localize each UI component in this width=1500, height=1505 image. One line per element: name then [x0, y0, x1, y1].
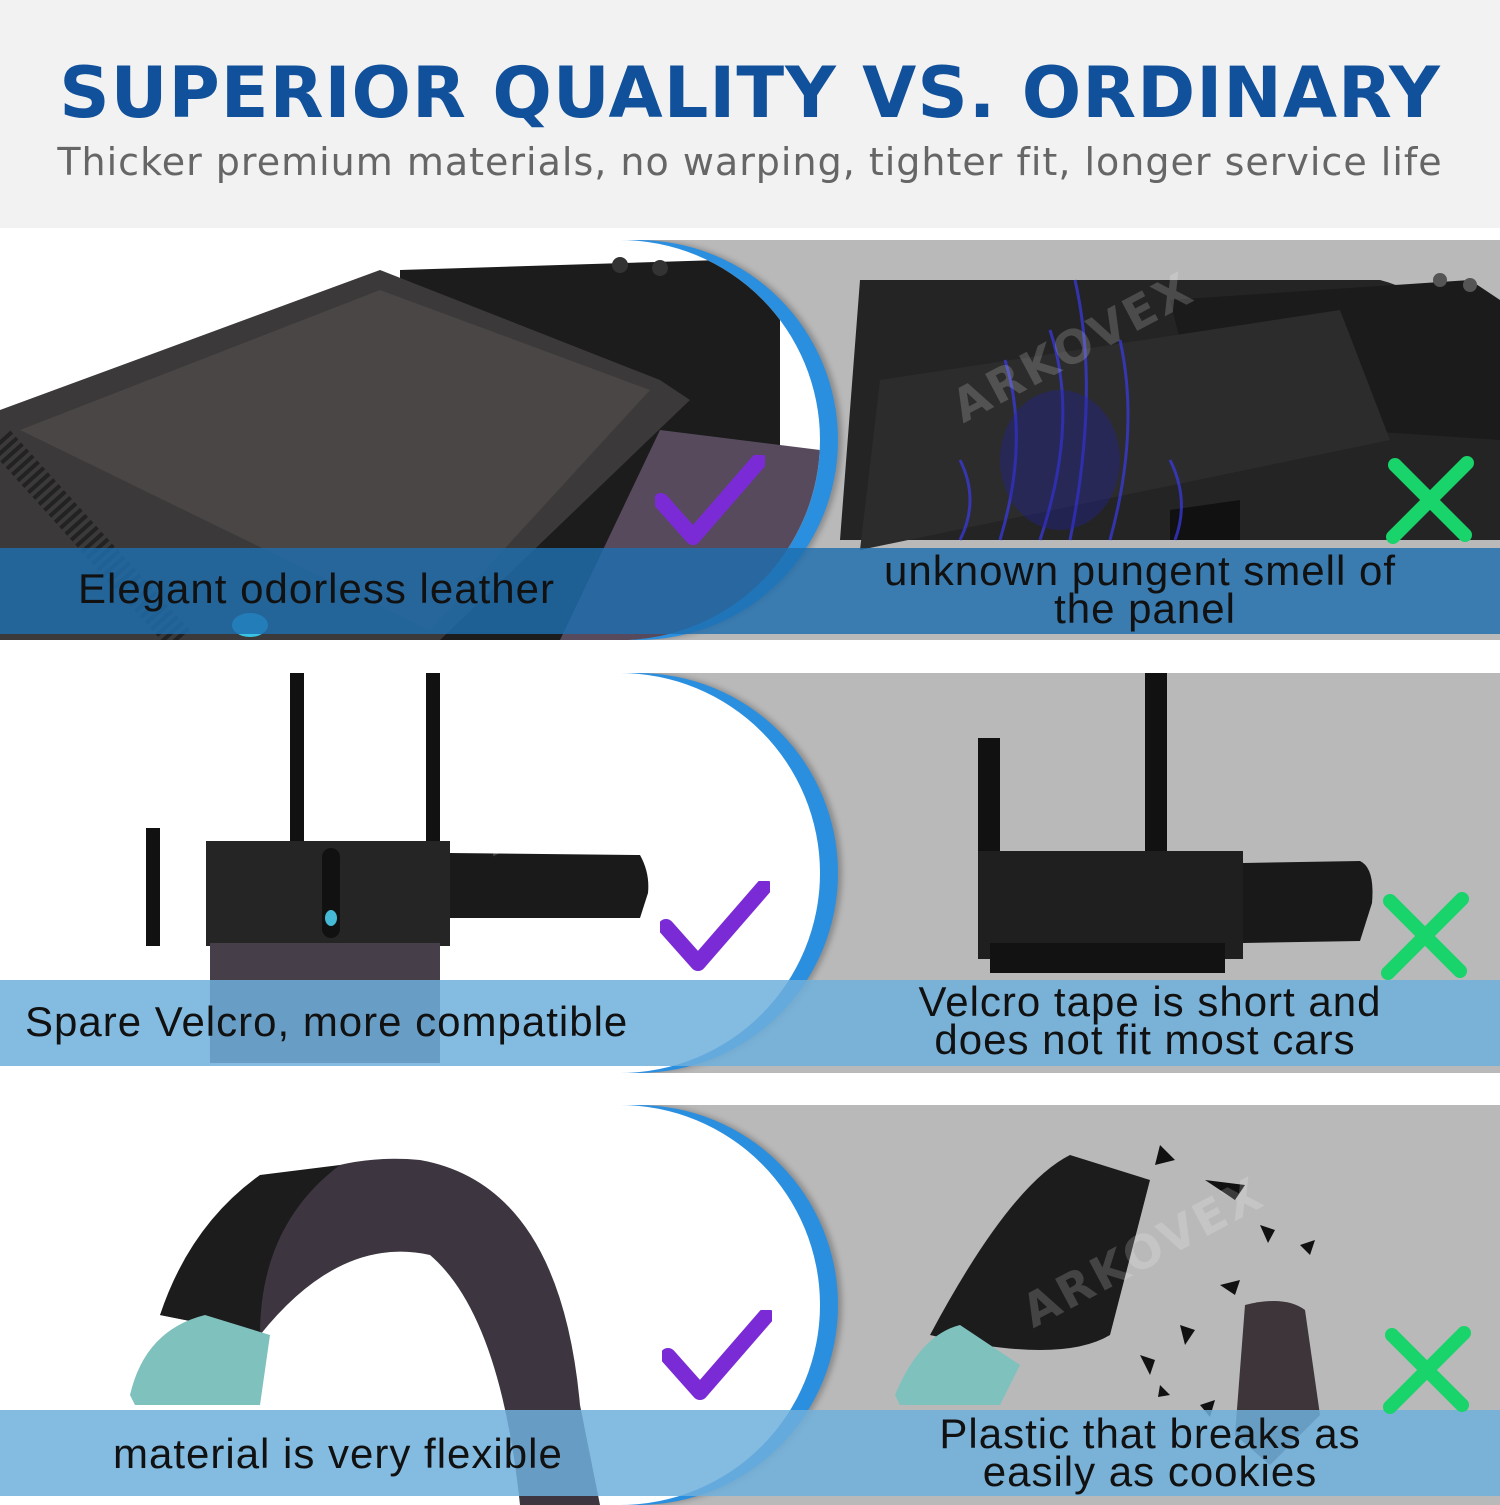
ordinary-caption-line2: the panel: [1054, 585, 1236, 632]
caption-band: [0, 1410, 1500, 1496]
superior-panel-photo: [130, 1158, 600, 1505]
ordinary-caption-line2: easily as cookies: [982, 1448, 1318, 1495]
check-icon: [660, 881, 770, 971]
cross-icon: [1383, 1326, 1471, 1414]
ordinary-caption-line2: does not fit most cars: [934, 1016, 1356, 1063]
cross-icon: [1381, 892, 1469, 980]
ordinary-panel-photo: [978, 673, 1373, 973]
ordinary-panel-photo: [895, 1145, 1320, 1465]
superior-panel-photo: [0, 257, 820, 640]
superior-caption: material is very flexible: [113, 1430, 563, 1477]
ordinary-panel-photo: [840, 273, 1500, 550]
superior-caption: Spare Velcro, more compatible: [25, 998, 629, 1045]
ordinary-caption-line1: unknown pungent smell of: [884, 547, 1396, 594]
superior-caption: Elegant odorless leather: [78, 565, 555, 612]
check-icon: [655, 455, 765, 545]
comparison-row-flexibility: material is very flexible Plastic that b…: [0, 1105, 1500, 1505]
caption-band: [0, 980, 1500, 1066]
cross-icon: [1386, 456, 1474, 544]
page-title: SUPERIOR QUALITY VS. ORDINARY: [59, 52, 1441, 134]
superior-panel: [0, 1105, 820, 1505]
caption-band: [0, 548, 1500, 634]
check-icon: [662, 1310, 772, 1400]
ordinary-caption-line1: Plastic that breaks as: [939, 1410, 1361, 1457]
comparison-row-velcro: Spare Velcro, more compatible Velcro tap…: [0, 673, 1500, 1073]
page-subtitle: Thicker premium materials, no warping, t…: [57, 140, 1443, 184]
header: SUPERIOR QUALITY VS. ORDINARY Thicker pr…: [0, 0, 1500, 228]
ordinary-caption-line1: Velcro tape is short and: [918, 978, 1382, 1025]
comparison-row-leather: Elegant odorless leather unknown pungent…: [0, 240, 1500, 640]
